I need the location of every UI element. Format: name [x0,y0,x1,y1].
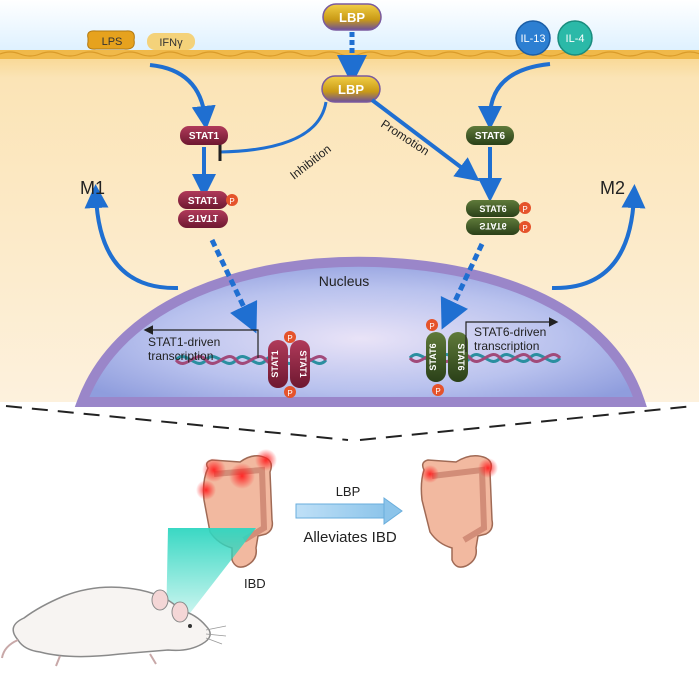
cell-membrane [0,50,699,59]
m2-label: M2 [600,178,625,198]
lbp-extracellular: LBP [322,3,382,31]
stat6-transcription-box: STAT6-driven transcription [465,317,559,353]
il4-label: IL-4 [566,33,585,45]
stat1-monomer: STAT1 [180,126,228,145]
treated-colon [420,455,498,568]
stat6-transcription-line1: STAT6-driven [474,325,546,339]
lps-label: LPS [102,36,123,48]
il4-ligand: IL-4 [557,20,593,56]
stat1-nuclear-translocation-arrow [209,238,258,334]
il-to-stat6-arrow [478,62,551,130]
nucleus [74,256,647,407]
stat6-bound-label-right: STAT6 [456,343,466,370]
stat1-transcription-box: STAT1-driven transcription [143,325,259,363]
stat6-monomer-label: STAT6 [475,131,506,142]
stat1-bound-label-right: STAT1 [298,350,308,377]
treatment-lbp-label: LBP [336,484,361,499]
nucleus-label: Nucleus [319,273,370,289]
stat6-dna-bound-dimer: STAT6 STAT6 P P [426,319,468,396]
stat1-transcription-line1: STAT1-driven [148,335,220,349]
m2-polarization-arrow [551,184,646,291]
stat1-dimer-label-bottom: STAT1 [188,212,219,223]
stat6-bound-phospho-bottom: P [435,387,440,396]
lbp-intracellular-label: LBP [338,82,364,97]
stat6-dimer: STAT6 STAT6 P P [466,200,531,235]
inhibition-line [219,101,328,154]
stat1-bound-phospho-top: P [287,334,292,343]
ifn-gamma-label: IFNγ [159,37,183,49]
stat6-monomer: STAT6 [466,126,514,145]
stat6-transcription-line2: transcription [474,339,539,353]
imaging-beam [166,528,256,626]
zoom-line-left [5,405,349,441]
treatment-arrow-shaft [295,503,387,519]
stat6-bound-label-left: STAT6 [428,343,438,370]
lbp-extracellular-label: LBP [339,10,365,25]
lps-to-stat1-arrow [149,63,216,130]
zoom-line-right [359,405,695,441]
stat6-nuclear-translocation-arrow [440,242,485,330]
stat1-dimer-label-top: STAT1 [188,196,219,207]
stat1-transcription-line2: transcription [148,349,213,363]
stat1-dimer: STAT1 STAT1 P [178,191,238,228]
il13-ligand: IL-13 [515,20,551,56]
stat1-dna-bound-dimer: STAT1 STAT1 P P [268,331,310,398]
m1-polarization-arrow [84,184,179,291]
mouse-illustration [1,586,227,667]
ibd-label: IBD [244,576,266,591]
lps-ligand: LPS [87,30,135,50]
promotion-arrow [370,98,480,182]
stat1-bound-phospho-bottom: P [287,389,292,398]
stat6-dimer-label-bottom: STAT6 [479,221,506,231]
stat6-phospho-label-bottom: P [522,224,527,233]
stat1-bound-label-left: STAT1 [270,350,280,377]
lbp-intracellular: LBP [321,75,381,103]
ifn-gamma-ligand: IFNγ [147,33,195,50]
stat6-dimer-label-top: STAT6 [479,204,506,214]
treatment-arrow-head [383,497,403,525]
alleviates-ibd-label: Alleviates IBD [303,529,397,546]
il13-label: IL-13 [520,33,545,45]
stat1-phospho-label: P [229,197,234,206]
stat6-bound-phospho-top: P [429,322,434,331]
stat1-monomer-label: STAT1 [189,131,220,142]
m1-label: M1 [80,178,105,198]
stat6-phospho-label-top: P [522,205,527,214]
